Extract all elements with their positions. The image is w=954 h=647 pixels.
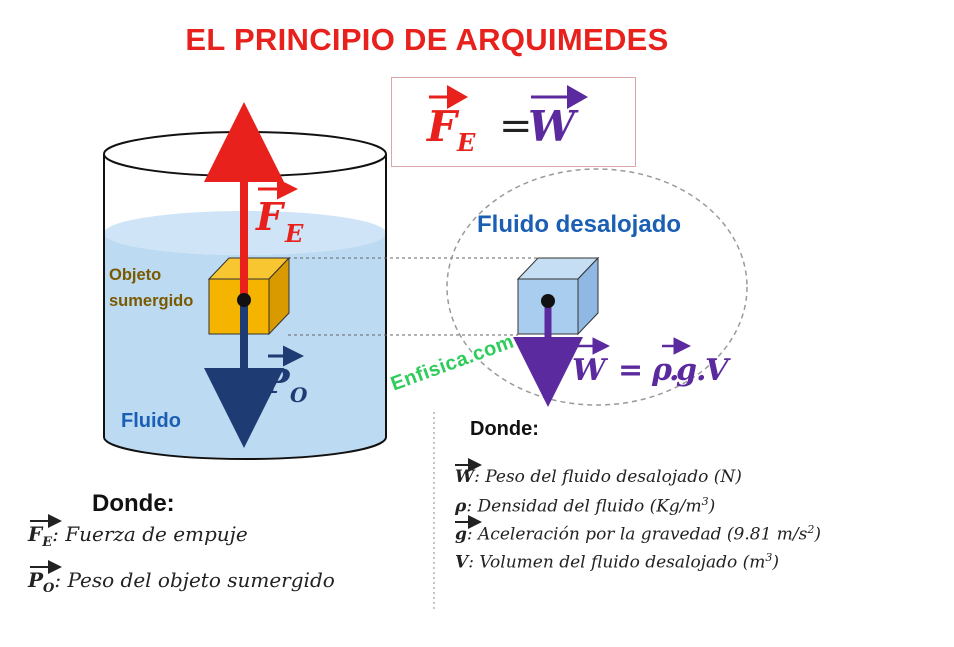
left-defs-heading: Donde: bbox=[92, 490, 175, 517]
fluid-label: Fluido bbox=[121, 410, 181, 432]
formula-w-symbol: W bbox=[528, 102, 579, 151]
def-text: : Volumen del fluido desalojado (m bbox=[468, 552, 766, 573]
po-label-symbol: P bbox=[263, 362, 291, 402]
formula-equals: = bbox=[499, 103, 533, 149]
def-sup: 3 bbox=[765, 551, 773, 564]
object-label-line2: sumergido bbox=[109, 292, 194, 310]
def-symbol: F bbox=[28, 522, 43, 546]
def-sub: O bbox=[43, 581, 55, 596]
object-label: Objeto sumergido bbox=[109, 262, 193, 314]
object-label-line1: Objeto bbox=[109, 266, 162, 284]
object-center-dot bbox=[237, 293, 251, 307]
fe-label-symbol: F bbox=[255, 194, 286, 239]
formula-fe-symbol: F bbox=[426, 102, 460, 151]
def-symbol: g bbox=[455, 524, 467, 545]
def-text: : Peso del objeto sumergido bbox=[54, 568, 335, 592]
def-tail: ) bbox=[814, 524, 822, 545]
right-def-v: V: Volumen del fluido desalojado (m3) bbox=[455, 551, 779, 573]
main-formula-box bbox=[391, 77, 636, 167]
displaced-fluid-cube bbox=[516, 256, 600, 336]
def-sup: 3 bbox=[701, 495, 709, 508]
def-text: : Densidad del fluido (Kg/m bbox=[466, 496, 702, 517]
displaced-center-dot bbox=[541, 294, 555, 308]
page-title: EL PRINCIPIO DE ARQUIMEDES bbox=[185, 22, 669, 57]
left-def-po: PO: Peso del objeto sumergido bbox=[28, 568, 335, 596]
fe-label-sub: E bbox=[284, 219, 304, 248]
def-symbol: ρ bbox=[455, 496, 467, 517]
def-text: : Peso del fluido desalojado (N) bbox=[474, 467, 742, 487]
main-formula: F E = W bbox=[426, 85, 588, 157]
def-symbol: V bbox=[455, 552, 469, 573]
def-tail: ) bbox=[772, 552, 780, 573]
def-text: : Fuerza de empuje bbox=[52, 522, 248, 546]
formula-fe-sub: E bbox=[456, 128, 476, 157]
def-symbol: P bbox=[28, 568, 44, 592]
def-text: : Aceleración por la gravedad (9.81 m/s bbox=[466, 524, 808, 545]
def-sub: E bbox=[42, 535, 53, 550]
displaced-fluid-label: Fluido desalojado bbox=[477, 211, 682, 238]
def-sup: 2 bbox=[807, 523, 815, 536]
right-def-rho: ρ: Densidad del fluido (Kg/m3) bbox=[455, 495, 715, 517]
po-label-sub: O bbox=[290, 383, 308, 407]
right-defs-heading: Donde: bbox=[470, 418, 539, 440]
left-def-fe: FE: Fuerza de empuje bbox=[28, 522, 248, 550]
weight-formula: W = ρ . g . V bbox=[572, 353, 731, 388]
right-def-g: g: Aceleración por la gravedad (9.81 m/s… bbox=[455, 523, 821, 545]
right-def-w: W: Peso del fluido desalojado (N) bbox=[455, 467, 742, 487]
submerged-object-cube bbox=[207, 256, 291, 336]
displaced-fluid-outline bbox=[446, 168, 748, 406]
def-tail: ) bbox=[708, 496, 716, 517]
def-symbol: W bbox=[455, 467, 475, 487]
